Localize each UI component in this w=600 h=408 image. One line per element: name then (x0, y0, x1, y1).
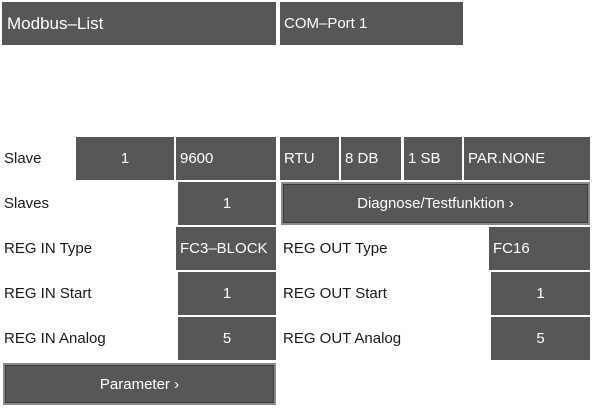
mode-field[interactable]: RTU (280, 137, 339, 180)
reg-in-type-label: REG IN Type (4, 240, 93, 257)
page-title: Modbus–List (2, 2, 276, 45)
baudrate-field[interactable]: 9600 (176, 137, 276, 180)
slaves-count-field[interactable]: 1 (178, 182, 276, 225)
reg-in-analog-field[interactable]: 5 (178, 317, 276, 360)
reg-out-type-label: REG OUT Type (283, 240, 388, 257)
parity-field[interactable]: PAR.NONE (464, 137, 590, 180)
slaves-label: Slaves (4, 195, 50, 212)
databits-field[interactable]: 8 DB (341, 137, 401, 180)
reg-out-type-field[interactable]: FC16 (489, 227, 590, 270)
reg-out-start-field[interactable]: 1 (491, 272, 590, 315)
slave-id-field[interactable]: 1 (76, 137, 174, 180)
reg-in-start-label: REG IN Start (4, 285, 92, 302)
reg-out-start-label: REG OUT Start (283, 285, 387, 302)
reg-in-start-field[interactable]: 1 (178, 272, 276, 315)
reg-out-analog-field[interactable]: 5 (491, 317, 590, 360)
parameter-button[interactable]: Parameter › (3, 363, 276, 405)
com-port-field[interactable]: COM–Port 1 (280, 2, 463, 45)
reg-in-type-field[interactable]: FC3–BLOCK (176, 227, 276, 270)
reg-out-analog-label: REG OUT Analog (283, 330, 402, 347)
slave-label: Slave (4, 150, 42, 167)
diagnose-button[interactable]: Diagnose/Testfunktion › (281, 182, 590, 225)
reg-in-analog-label: REG IN Analog (4, 330, 106, 347)
stopbits-field[interactable]: 1 SB (404, 137, 462, 180)
